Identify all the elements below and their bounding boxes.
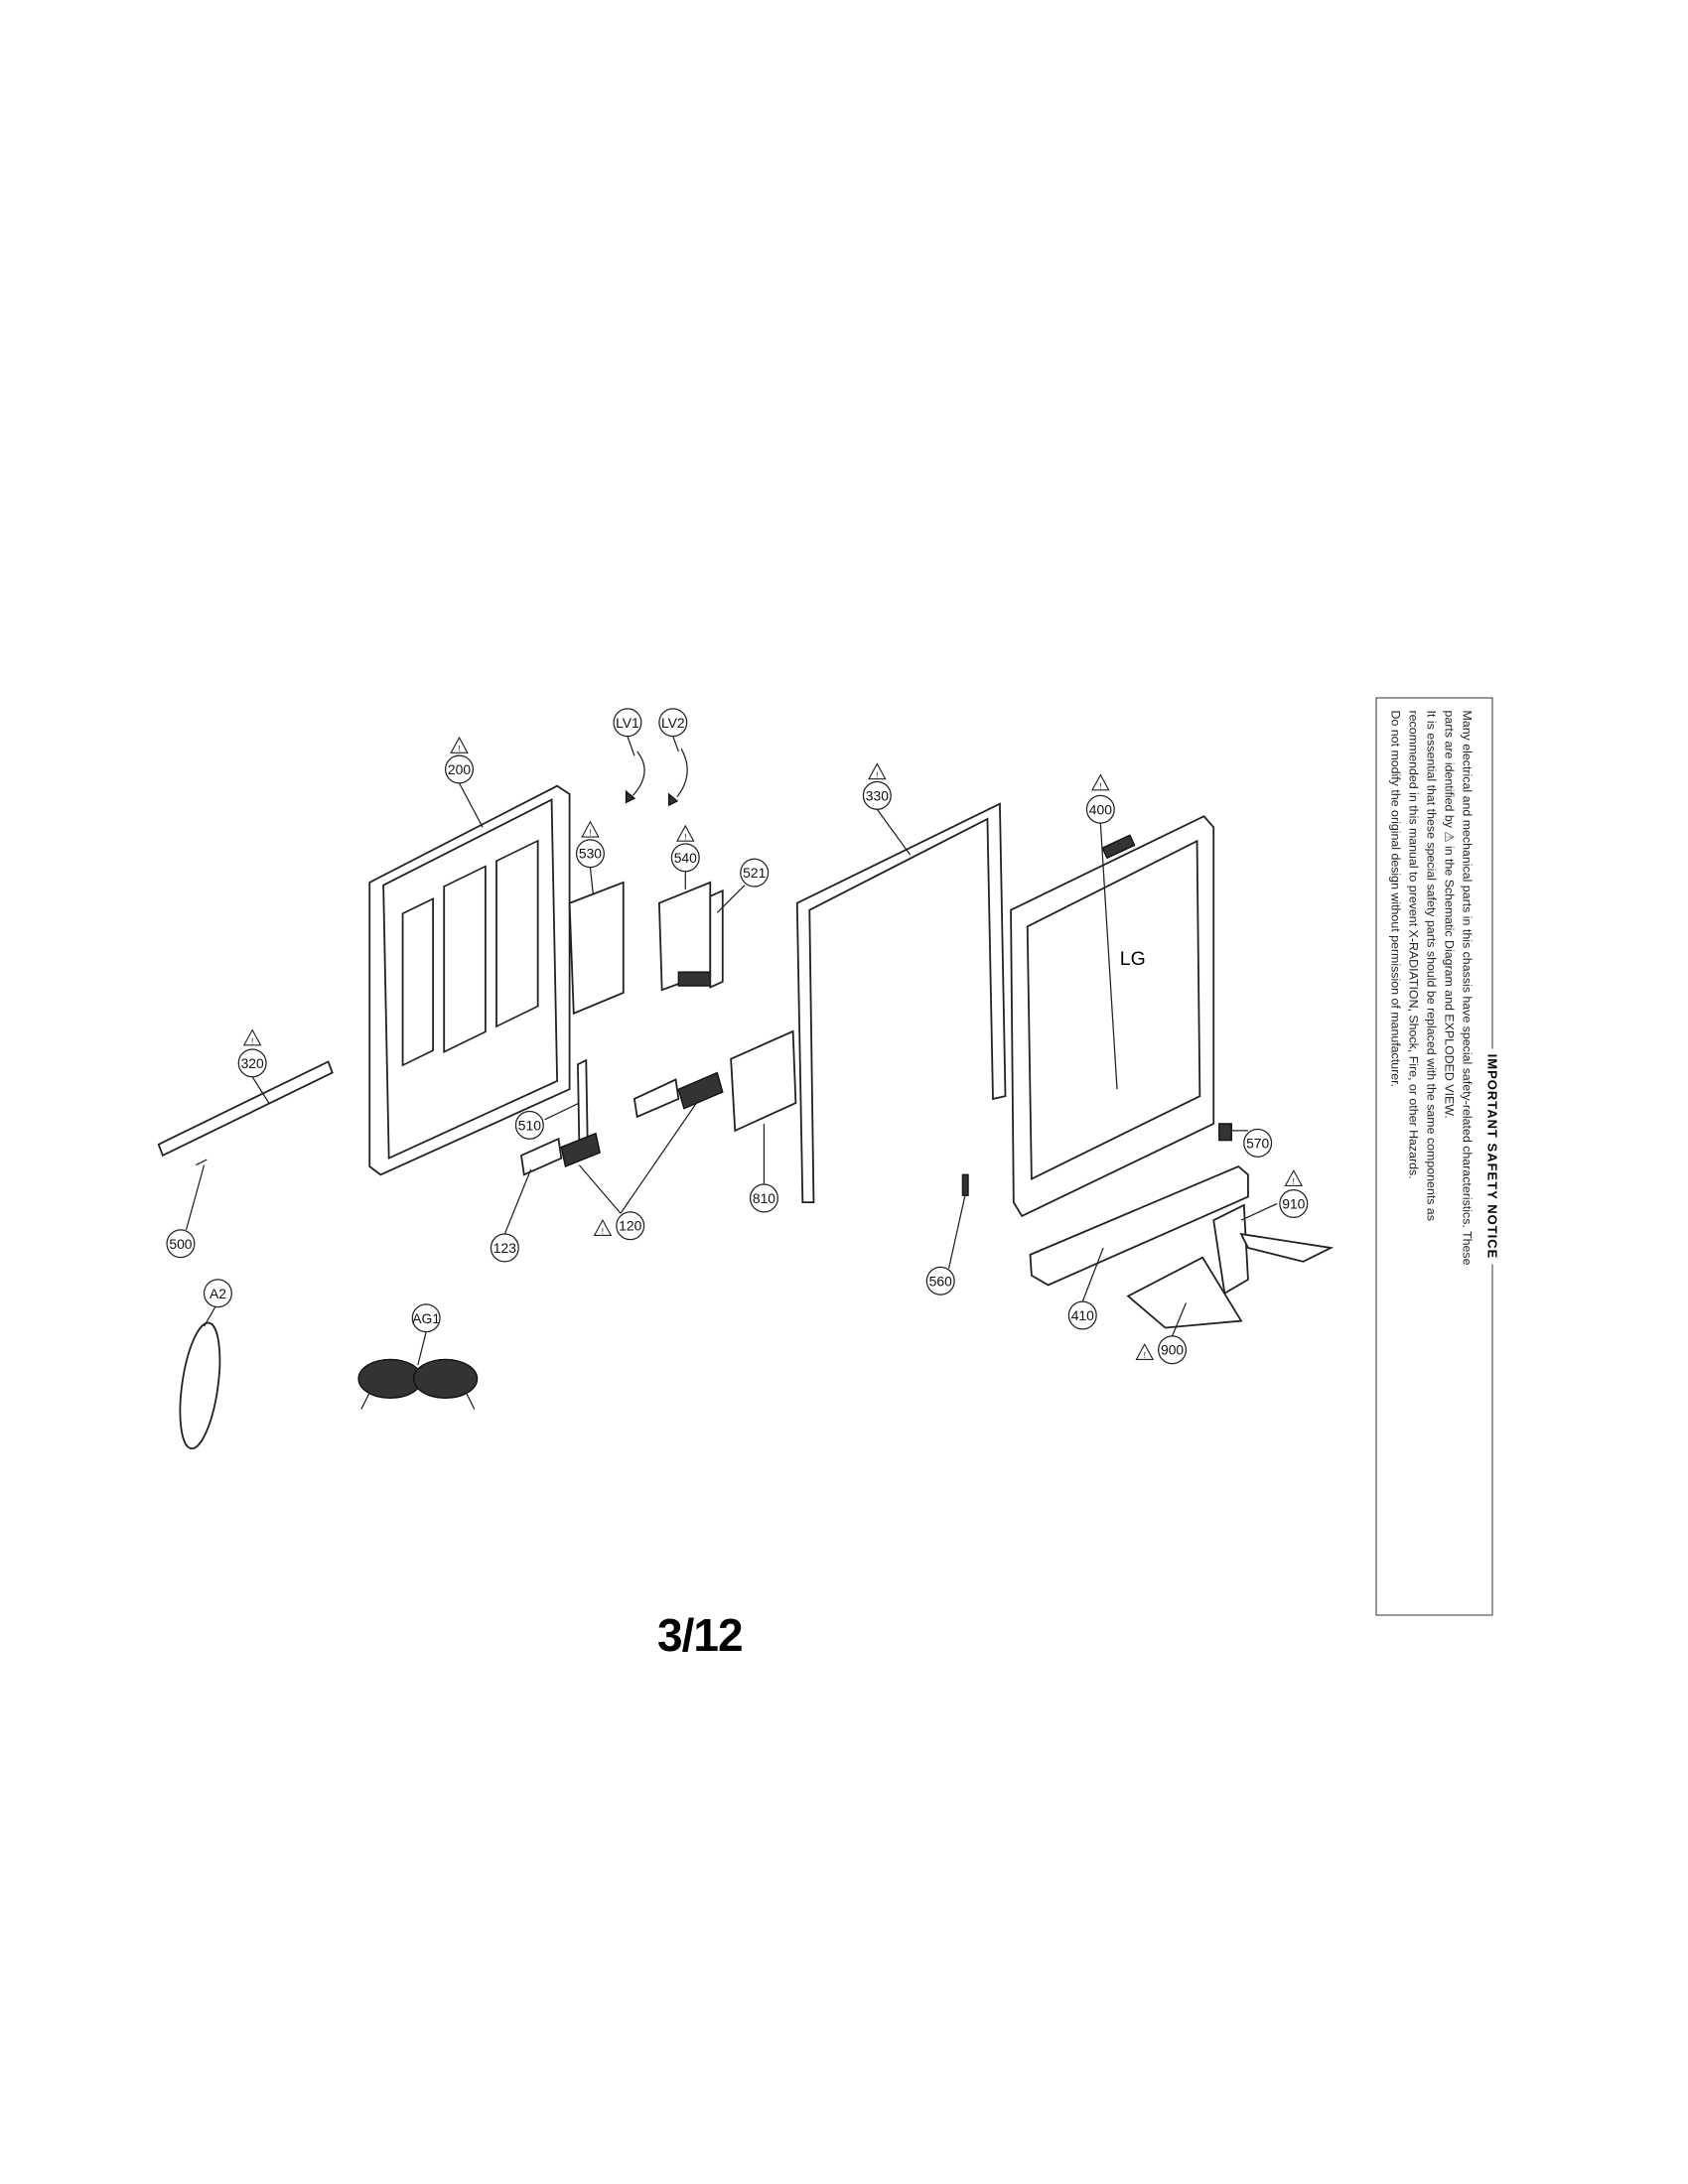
warning-icon: !: [1284, 1169, 1304, 1186]
warning-icon: !: [450, 736, 469, 753]
callout-530: 530: [575, 839, 605, 869]
svg-text:320: 320: [241, 1055, 264, 1071]
part-200-panel: [368, 784, 571, 1176]
part-123-speaker: [520, 1132, 601, 1176]
callout-120: 120: [616, 1211, 645, 1241]
warning-icon: !: [868, 762, 887, 779]
part-410-stand-cover: [1029, 1164, 1249, 1287]
lg-logo: LG: [1120, 948, 1146, 970]
svg-text:200: 200: [448, 761, 471, 777]
svg-text:330: 330: [866, 787, 889, 803]
svg-text:123: 123: [493, 1240, 516, 1256]
svg-text:410: 410: [1071, 1307, 1094, 1323]
svg-text:540: 540: [674, 850, 697, 866]
callout-910: 910: [1279, 1188, 1309, 1219]
callout-900: 900: [1158, 1335, 1188, 1365]
safety-notice-line: Do not modify the original design withou…: [1388, 710, 1403, 1088]
safety-notice-title: IMPORTANT SAFETY NOTICE: [1484, 1048, 1500, 1265]
svg-text:LV2: LV2: [661, 715, 685, 731]
svg-text:400: 400: [1089, 801, 1112, 817]
svg-text:510: 510: [518, 1117, 541, 1133]
svg-text:!: !: [1099, 780, 1101, 790]
safety-notice-box: IMPORTANT SAFETY NOTICE Many electrical …: [1375, 697, 1500, 1616]
callout-400: 400: [1085, 794, 1115, 824]
svg-text:!: !: [251, 1035, 253, 1045]
warning-icon: !: [242, 1028, 262, 1045]
svg-text:530: 530: [579, 846, 602, 862]
svg-text:120: 120: [619, 1218, 641, 1234]
part-910-stand-neck: [1212, 1203, 1335, 1296]
svg-text:A2: A2: [210, 1286, 226, 1301]
callout-200: 200: [444, 754, 475, 784]
callout-560: 560: [925, 1266, 955, 1296]
part-540-board: [657, 881, 714, 992]
callout-810: 810: [749, 1183, 778, 1213]
callout-540: 540: [670, 843, 700, 873]
part-ag1-3d-glasses: [357, 1358, 479, 1410]
callout-lv2: LV2: [658, 708, 688, 738]
part-500-screw: [195, 1159, 208, 1166]
svg-text:!: !: [1144, 1350, 1146, 1360]
callout-521: 521: [740, 858, 770, 887]
callout-123: 123: [490, 1233, 519, 1263]
safety-notice-line: Many electrical and mechanical parts in …: [1460, 710, 1475, 1266]
part-lv2-cable: [667, 748, 688, 807]
svg-text:!: !: [684, 832, 686, 842]
part-510-board: [577, 1058, 589, 1145]
part-lv1-cable: [625, 751, 645, 804]
svg-text:521: 521: [743, 865, 766, 881]
part-330-frame: [795, 802, 1007, 1204]
part-900-stand-base: [1126, 1256, 1243, 1329]
part-560-clip: [961, 1173, 969, 1196]
page-number: 3/12: [657, 1609, 744, 1661]
callout-570: 570: [1243, 1128, 1273, 1158]
callout-330: 330: [862, 780, 892, 810]
svg-text:!: !: [1293, 1176, 1295, 1186]
svg-text:!: !: [876, 769, 878, 779]
svg-text:LV1: LV1: [616, 715, 639, 731]
svg-text:!: !: [602, 1226, 604, 1236]
callout-a2: A2: [203, 1279, 232, 1308]
callout-ag1: AG1: [411, 1303, 441, 1333]
svg-text:910: 910: [1282, 1196, 1305, 1212]
svg-text:810: 810: [753, 1190, 775, 1206]
safety-notice-line: It is essential that these special safet…: [1424, 710, 1439, 1222]
part-570-clip: [1218, 1123, 1232, 1142]
callout-320: 320: [237, 1048, 267, 1078]
svg-text:500: 500: [169, 1236, 192, 1252]
warning-icon: !: [593, 1219, 613, 1236]
warning-icon: !: [1091, 773, 1110, 790]
safety-notice-line: recommended in this manual to prevent X-…: [1406, 710, 1421, 1179]
warning-icons: ! ! ! ! ! ! ! ! !: [242, 736, 1304, 1360]
callout-510: 510: [514, 1110, 544, 1140]
svg-text:!: !: [589, 828, 591, 838]
part-521-bracket: [709, 888, 724, 989]
safety-notice-line: parts are identified by ⚠ in the Schemat…: [1442, 710, 1457, 1119]
callout-410: 410: [1067, 1300, 1097, 1330]
callout-500: 500: [166, 1229, 196, 1259]
part-320-bar: [157, 1060, 334, 1158]
svg-text:570: 570: [1246, 1135, 1269, 1151]
callout-lv1: LV1: [613, 708, 642, 738]
svg-text:900: 900: [1161, 1342, 1184, 1358]
warning-icon: !: [1135, 1343, 1155, 1360]
leader-lines: [185, 736, 1278, 1366]
part-a2-remote: [179, 1321, 221, 1450]
svg-text:!: !: [458, 744, 460, 753]
part-810-board: [730, 1029, 797, 1133]
svg-text:560: 560: [929, 1273, 952, 1289]
svg-text:AG1: AG1: [412, 1310, 440, 1326]
warning-icon: !: [581, 820, 600, 838]
part-530-board: [568, 881, 625, 1016]
warning-icon: !: [676, 824, 695, 842]
part-120-speaker: [633, 1071, 724, 1119]
